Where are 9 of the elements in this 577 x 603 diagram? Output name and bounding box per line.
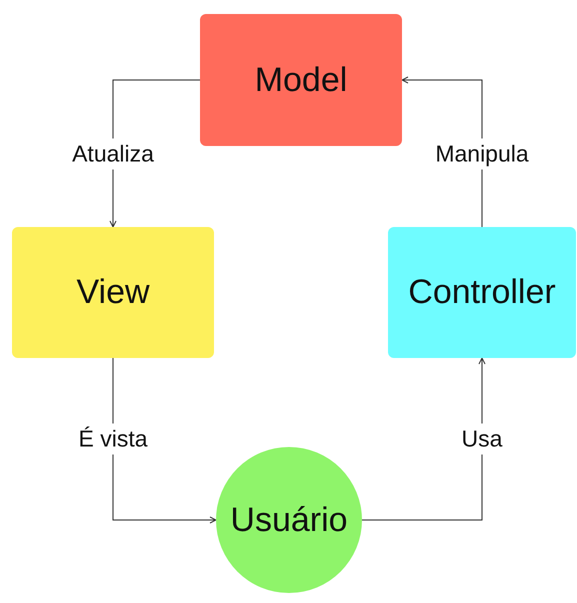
node-label: Controller [408,272,556,313]
node-label: View [76,272,150,313]
component-box [12,227,214,358]
node-label: Usuário [230,500,348,540]
node-label: Model [254,60,348,100]
component-box [388,227,576,358]
arrow [362,358,486,520]
arrow [112,358,216,524]
component-box [200,14,402,146]
